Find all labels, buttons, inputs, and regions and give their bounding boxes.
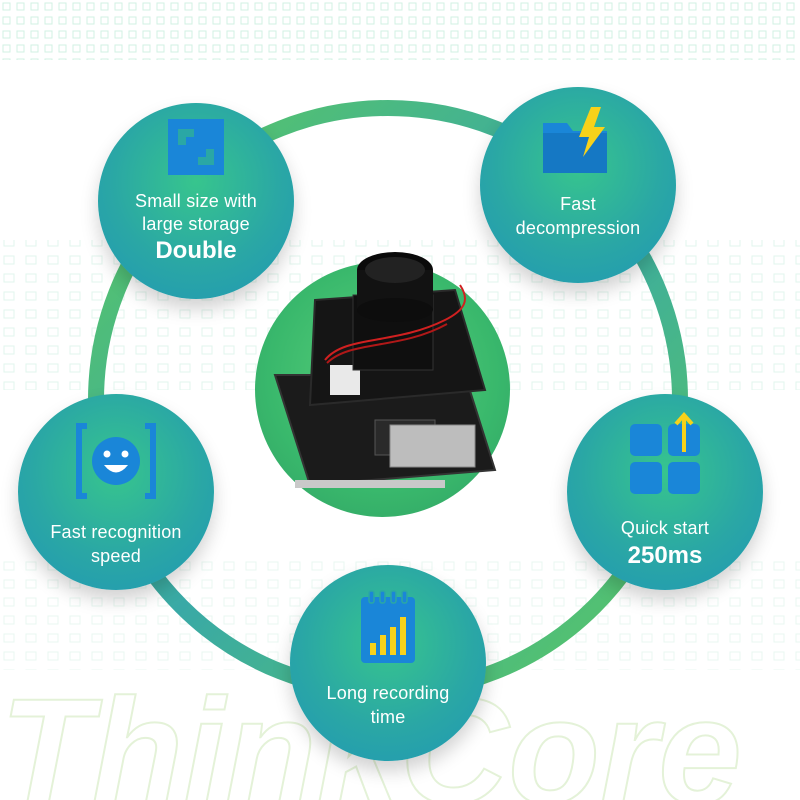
feature-recognition-line1: Fast recognition (50, 522, 182, 542)
feature-storage-circle: Small size with large storage Double (98, 103, 294, 299)
feature-quickstart-highlight: 250ms (627, 542, 703, 569)
face-scan-icon (76, 423, 156, 499)
feature-storage-line2: large storage (142, 214, 250, 234)
feature-recording-circle: Long recording time (290, 565, 486, 761)
feature-recording-line2: time (370, 707, 406, 727)
feature-recording-line1: Long recording (326, 683, 450, 703)
feature-decompression-line1: Fast (560, 194, 596, 214)
feature-quickstart-line1: Quick start (620, 518, 710, 538)
feature-storage-line1: Small size with (134, 191, 258, 211)
calendar-chart-icon (361, 590, 415, 663)
feature-storage-highlight: Double (155, 237, 237, 264)
folder-lightning-icon (543, 107, 607, 173)
feature-recognition-line2: speed (90, 546, 142, 566)
feature-recognition-circle: Fast recognition speed (18, 394, 214, 590)
feature-decompression-circle: Fast decompression (480, 87, 676, 283)
feature-decompression-line2: decompression (515, 218, 641, 238)
feature-quickstart-circle: Quick start 250ms (567, 394, 763, 590)
expand-icon (168, 119, 224, 175)
camera-module-image (273, 252, 497, 488)
grid-arrow-up-icon (630, 412, 700, 494)
